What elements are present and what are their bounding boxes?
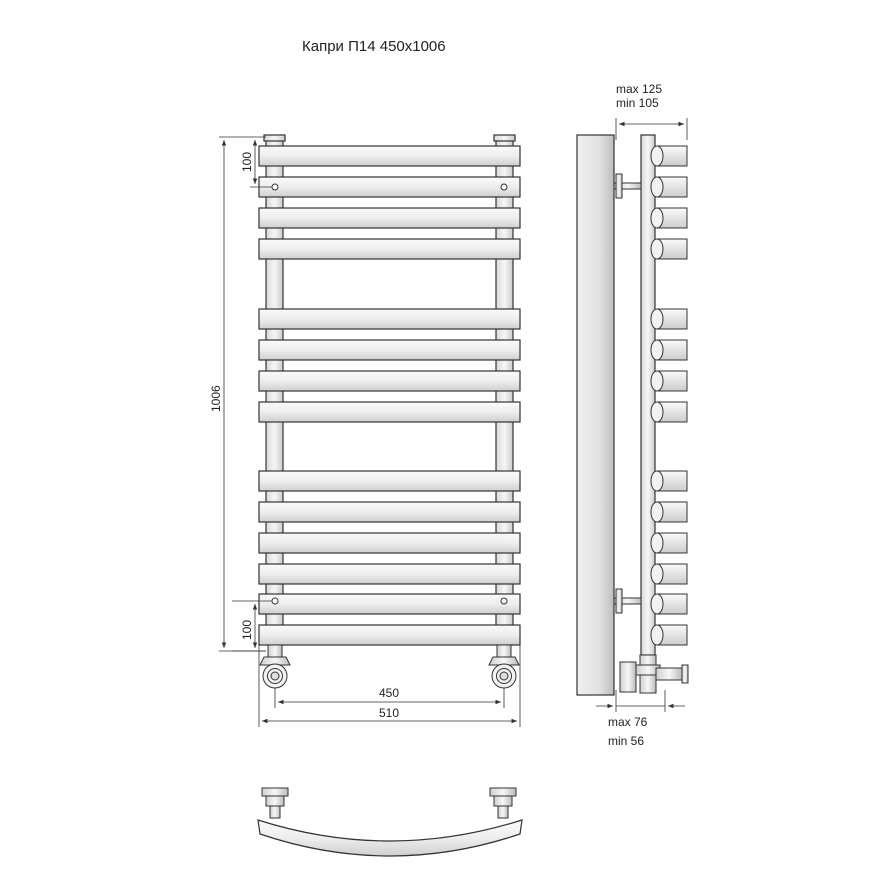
bar-end	[650, 563, 688, 585]
bar-end	[650, 470, 688, 492]
towel-bars	[258, 145, 521, 646]
towel-bar	[258, 176, 521, 198]
towel-bar	[258, 563, 521, 585]
left-post-cap	[263, 134, 286, 142]
bar-end	[650, 370, 688, 392]
right-post-cap	[493, 134, 516, 142]
bottom-wall-bracket	[613, 588, 642, 614]
top-left-fitting	[261, 787, 289, 819]
towel-bar	[258, 501, 521, 523]
drawing-title: Капри П14 450x1006	[302, 38, 446, 55]
bar-end	[650, 176, 688, 198]
bottom-offset-dimension: 100	[232, 600, 272, 652]
curved-bar	[257, 819, 523, 857]
side-view: max 125 min 105 max 76 min 56	[576, 82, 689, 748]
bar-end	[650, 145, 688, 167]
screw-bottom-right	[500, 597, 508, 605]
top-offset-label: 100	[240, 152, 254, 172]
bottom-depth-dimension: max 76 min 56	[596, 690, 685, 748]
outer-width-label: 510	[379, 706, 399, 720]
top-depth-dimension: max 125 min 105	[615, 82, 688, 140]
bar-end	[650, 207, 688, 229]
towel-bar	[258, 370, 521, 392]
right-valve	[488, 644, 520, 689]
depth-bottom-min: min 56	[608, 734, 644, 748]
bar-end	[650, 238, 688, 260]
towel-bar	[258, 339, 521, 361]
bar-end	[650, 339, 688, 361]
top-view	[257, 787, 523, 857]
bar-end	[650, 401, 688, 423]
height-dimension: 1006	[209, 136, 266, 652]
towel-bar	[258, 532, 521, 554]
towel-bar	[258, 470, 521, 492]
bar-end	[650, 624, 688, 646]
bar-end	[650, 501, 688, 523]
towel-bar	[258, 145, 521, 167]
towel-bar	[258, 238, 521, 260]
bar-end	[650, 532, 688, 554]
inner-width-dimension: 450	[274, 686, 505, 708]
towel-bar	[258, 207, 521, 229]
depth-bottom-max: max 76	[608, 715, 648, 729]
towel-bar	[258, 308, 521, 330]
depth-top-min: min 105	[616, 96, 659, 110]
front-view: 1006 100 100 450 510	[209, 134, 521, 727]
top-offset-dimension: 100	[240, 140, 272, 188]
bottom-offset-label: 100	[240, 620, 254, 640]
wall-panel	[576, 134, 615, 696]
bar-ends	[650, 145, 688, 646]
top-wall-bracket	[613, 173, 642, 199]
height-label: 1006	[209, 385, 223, 412]
towel-bar	[258, 624, 521, 646]
outer-width-dimension: 510	[258, 640, 521, 727]
towel-bar	[258, 593, 521, 615]
side-valve	[619, 654, 689, 694]
screw-bottom-left	[271, 597, 279, 605]
depth-top-max: max 125	[616, 82, 662, 96]
top-right-fitting	[489, 787, 517, 819]
screw-top-left	[271, 183, 279, 191]
screw-top-right	[500, 183, 508, 191]
left-valve	[259, 644, 291, 689]
towel-bar	[258, 401, 521, 423]
inner-width-label: 450	[379, 686, 399, 700]
bar-end	[650, 308, 688, 330]
bar-end	[650, 593, 688, 615]
